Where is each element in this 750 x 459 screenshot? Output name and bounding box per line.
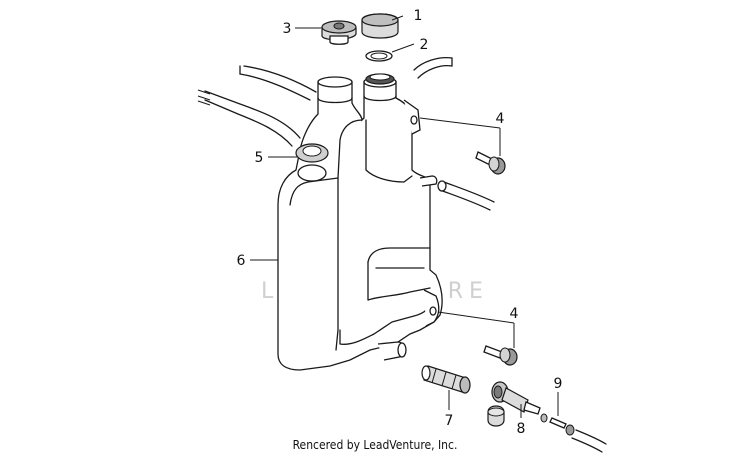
cap-gasket — [365, 50, 393, 62]
callout-1: 1 — [414, 8, 423, 24]
filler-neck-ring — [365, 73, 395, 85]
bolt-upper — [475, 151, 506, 175]
bolt-lower — [483, 345, 518, 366]
vent-hose-left — [239, 65, 317, 101]
clip-parts — [540, 413, 607, 453]
callout-3: 3 — [283, 21, 292, 37]
callout-6: 6 — [237, 253, 246, 269]
callout-4-lower: 4 — [510, 306, 519, 322]
credit-line: Rencered by LeadVenture, Inc. — [292, 438, 458, 452]
fuel-cap — [361, 13, 399, 39]
callout-4-upper: 4 — [496, 111, 505, 127]
callouts: 1 2 3 4 5 6 4 7 8 9 — [237, 8, 563, 437]
fuel-valve — [487, 381, 541, 427]
callout-9: 9 — [554, 376, 563, 392]
vent-cap — [321, 20, 357, 45]
outlet-fitting — [421, 365, 471, 394]
wire-harness — [197, 89, 301, 147]
fuel-tank — [277, 76, 443, 371]
callout-5: 5 — [255, 150, 264, 166]
callout-7: 7 — [445, 413, 454, 429]
grommet — [295, 143, 329, 163]
leader-lines — [250, 15, 559, 418]
vent-hose-right — [413, 56, 495, 211]
callout-8: 8 — [517, 421, 526, 437]
callout-2: 2 — [420, 37, 429, 53]
